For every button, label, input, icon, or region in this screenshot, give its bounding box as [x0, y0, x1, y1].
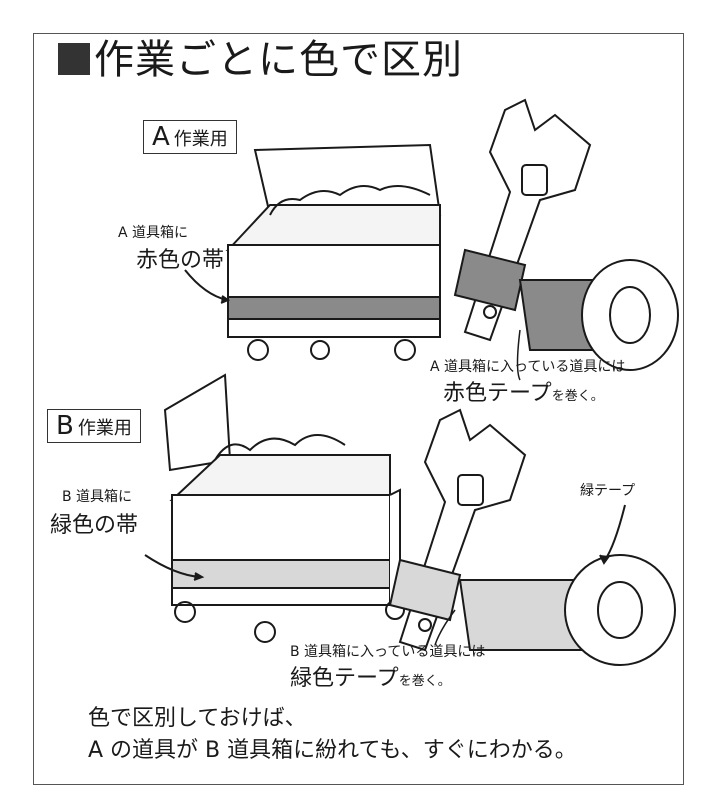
- title-text: 作業ごとに色で区別: [94, 37, 463, 83]
- tag-label: 作業用: [77, 418, 132, 439]
- box-a-note-small: A 道具箱に: [118, 225, 189, 241]
- tape-a-note-large: 赤色テープを巻く。: [443, 383, 604, 405]
- box-b-note-small: B 道具箱に: [62, 489, 133, 505]
- wrench-a: [453, 98, 592, 342]
- box-a-note-large: 赤色の帯: [136, 248, 225, 273]
- tape-roll-b: [434, 504, 676, 666]
- wrench-b: [388, 408, 527, 652]
- tape-a-color: 赤色テープ: [443, 381, 552, 406]
- toolbox-a: [184, 143, 442, 361]
- tape-a-suffix: を巻く。: [551, 389, 604, 404]
- figure-frame: [33, 33, 684, 785]
- box-b-note-large: 緑色の帯: [50, 513, 139, 538]
- tag-label: 作業用: [173, 129, 228, 150]
- tape-b-suffix: を巻く。: [398, 674, 451, 689]
- tape-roll-a: [516, 259, 679, 381]
- tape-b-note-small: B 道具箱に入っている道具には: [290, 644, 486, 660]
- page-title: 作業ごとに色で区別: [58, 40, 463, 80]
- tag-letter: A: [152, 122, 170, 152]
- tape-b-note-large: 緑色テープを巻く。: [290, 668, 451, 690]
- red-band-a: [227, 296, 441, 320]
- green-band-b: [171, 559, 391, 589]
- conclusion-line-1: 色で区別しておけば、: [88, 706, 307, 731]
- green-tape-label: 緑テープ: [580, 483, 636, 499]
- tape-a-note-small: A 道具箱に入っている道具には: [430, 359, 626, 375]
- tape-b-color: 緑色テープ: [290, 666, 399, 691]
- square-bullet-icon: [58, 43, 90, 75]
- conclusion-line-2: A の道具が B 道具箱に紛れても、すぐにわかる。: [88, 738, 577, 763]
- toolbox-b: [144, 373, 405, 643]
- tag-letter: B: [56, 411, 74, 441]
